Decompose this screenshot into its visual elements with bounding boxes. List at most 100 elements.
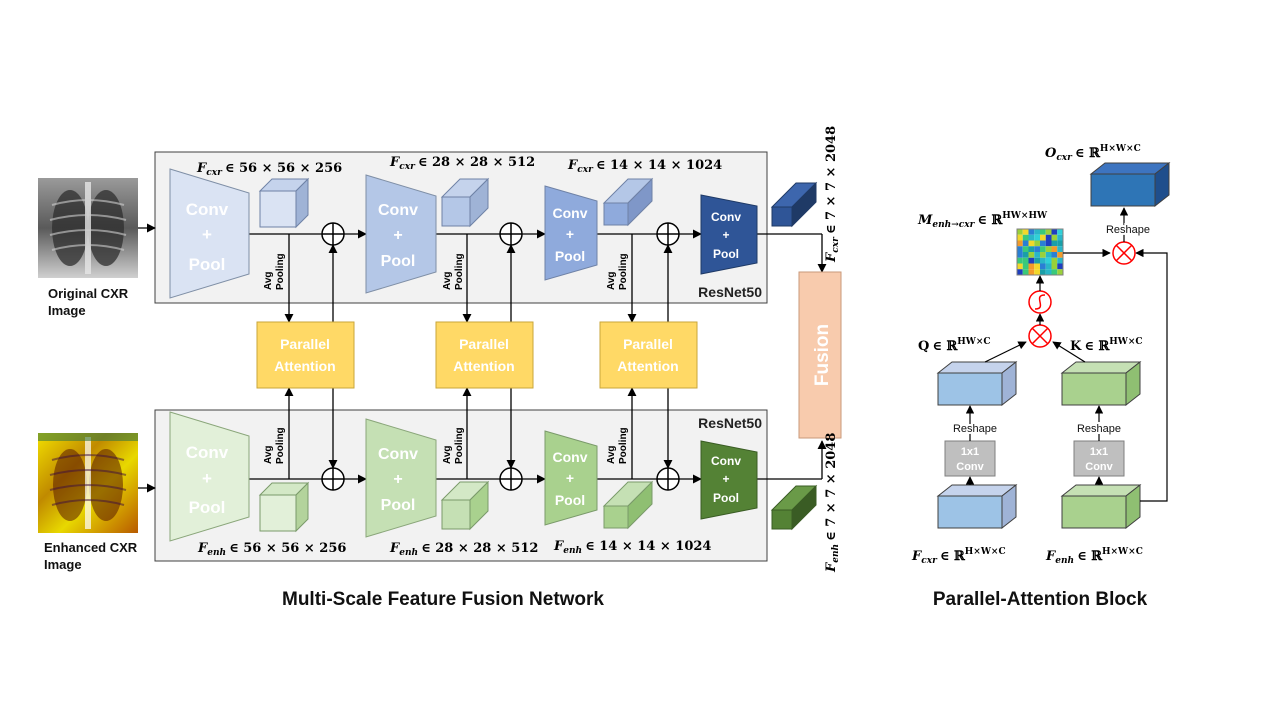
reshape-label-output: Reshape: [1106, 224, 1150, 236]
enh-feature-cube-3: [602, 480, 654, 530]
cxr-avg-pooling-label-1: AvgPooling: [263, 253, 286, 290]
heatmap-cell: [1022, 269, 1029, 275]
heatmap-cell: [1028, 246, 1035, 252]
enh-conv-block-1: Conv + Pool: [169, 411, 250, 542]
matmul-node-qk: [1028, 324, 1052, 348]
heatmap-cell: [1034, 234, 1040, 241]
heatmap-cell: [1057, 229, 1063, 235]
cxr-conv-block-1: Conv + Pool: [169, 168, 250, 299]
enh-final-feature-cube: [770, 484, 818, 531]
svg-text:1x1: 1x1: [1090, 446, 1108, 458]
enh-sum-node-1: [321, 467, 345, 491]
fusion-block: Fusion: [798, 271, 842, 439]
conv1x1-enh: 1x1 Conv: [1073, 440, 1125, 477]
heatmap-cell: [1022, 252, 1029, 258]
f-enh-label: Fenh∈ ℝH×W×C: [1045, 547, 1143, 566]
heatmap-cell: [1028, 240, 1035, 247]
heatmap-cell: [1045, 269, 1052, 275]
parallel-attention-block-1: Parallel Attention: [256, 321, 355, 389]
heatmap-cell: [1034, 240, 1040, 247]
heatmap-cell: [1057, 246, 1063, 252]
svg-text:Conv: Conv: [956, 461, 984, 473]
heatmap-cell: [1051, 229, 1058, 235]
attention-caption: Parallel-Attention Block: [933, 589, 1148, 610]
heatmap-cell: [1057, 263, 1063, 270]
heatmap-cell: [1022, 229, 1029, 235]
svg-text:Conv: Conv: [553, 449, 588, 465]
value-path-arrow: [1135, 248, 1168, 502]
heatmap-cell: [1051, 269, 1058, 275]
svg-text:+: +: [566, 470, 574, 486]
cxr-final-feature-cube: [770, 181, 818, 228]
enh-conv-block-3: Conv + Pool: [544, 430, 598, 526]
k-label: K∈ ℝHW×C: [1070, 337, 1143, 354]
heatmap-cell: [1057, 269, 1063, 275]
cxr-conv-block-3: Conv + Pool: [544, 185, 598, 281]
svg-text:+: +: [722, 228, 729, 242]
heatmap-cell: [1034, 263, 1040, 270]
k-cube: [1060, 360, 1142, 407]
cxr-sum-node-1: [321, 222, 345, 246]
svg-text:+: +: [566, 226, 574, 242]
cxr-sum-node-3: [656, 222, 680, 246]
enh-feature-label-1: Fenh∈ 56 × 56 × 256: [197, 541, 346, 558]
cxr-avg-pooling-label-3: AvgPooling: [606, 253, 629, 290]
svg-text:+: +: [722, 472, 729, 486]
enh-avg-pooling-label-2: AvgPooling: [442, 427, 465, 464]
enhanced-cxr-label-2: Image: [44, 557, 82, 572]
enh-feature-label-3: Fenh∈ 14 × 14 × 1024: [553, 539, 711, 556]
svg-text:+: +: [202, 469, 212, 488]
enh-final-feature-label: Fenh∈ 7 × 7 × 2048: [824, 433, 841, 573]
svg-text:Pool: Pool: [381, 253, 416, 270]
heatmap-cell: [1040, 234, 1046, 241]
cxr-feature-label-3: Fcxr∈ 14 × 14 × 1024: [567, 158, 722, 175]
svg-text:1x1: 1x1: [961, 446, 979, 458]
cxr-feature-label-2: Fcxr∈ 28 × 28 × 512: [389, 155, 535, 172]
heatmap-cell: [1028, 252, 1035, 258]
heatmap-cell: [1028, 229, 1035, 235]
heatmap-cell: [1017, 229, 1023, 235]
heatmap-cell: [1028, 257, 1035, 264]
svg-text:Conv: Conv: [186, 443, 229, 462]
cxr-conv-block-4: Conv + Pool: [700, 194, 758, 275]
svg-text:Conv: Conv: [378, 446, 418, 463]
svg-text:Conv: Conv: [553, 205, 588, 221]
cxr-avg-pooling-label-2: AvgPooling: [442, 253, 465, 290]
heatmap-cell: [1034, 229, 1040, 235]
heatmap-cell: [1051, 252, 1058, 258]
o-cxr-output-cube: [1089, 161, 1171, 208]
enh-avg-pooling-label-1: AvgPooling: [263, 427, 286, 464]
heatmap-cell: [1051, 257, 1058, 264]
softmax-node: [1028, 290, 1052, 314]
reshape-label-k: Reshape: [1077, 423, 1121, 435]
svg-text:Fusion: Fusion: [812, 324, 833, 386]
heatmap-cell: [1028, 234, 1035, 241]
svg-text:Attention: Attention: [274, 358, 335, 374]
heatmap-cell: [1045, 240, 1052, 247]
heatmap-cell: [1022, 246, 1029, 252]
output-label: Ocxr∈ ℝH×W×C: [1045, 144, 1141, 163]
parallel-attention-block-3: Parallel Attention: [599, 321, 698, 389]
cross-stream-connectors: [284, 234, 673, 479]
heatmap-cell: [1045, 257, 1052, 264]
svg-text:Parallel: Parallel: [459, 336, 509, 352]
arrow: [1052, 341, 1086, 363]
heatmap-cell: [1017, 269, 1023, 275]
f-enh-input-cube: [1060, 483, 1142, 530]
cxr-sum-node-2: [499, 222, 523, 246]
enh-feature-label-2: Fenh∈ 28 × 28 × 512: [389, 541, 538, 558]
heatmap-cell: [1051, 246, 1058, 252]
enh-sum-node-2: [499, 467, 523, 491]
svg-text:Conv: Conv: [711, 454, 741, 468]
heatmap-cell: [1045, 234, 1052, 241]
heatmap-cell: [1034, 246, 1040, 252]
svg-text:Pool: Pool: [381, 497, 416, 514]
heatmap-cell: [1057, 234, 1063, 241]
enh-resnet-label: ResNet50: [698, 415, 762, 431]
attention-map-heatmap: [1017, 229, 1063, 275]
heatmap-cell: [1022, 234, 1029, 241]
network-caption: Multi-Scale Feature Fusion Network: [282, 589, 604, 610]
heatmap-cell: [1022, 240, 1029, 247]
heatmap-cell: [1045, 263, 1052, 270]
